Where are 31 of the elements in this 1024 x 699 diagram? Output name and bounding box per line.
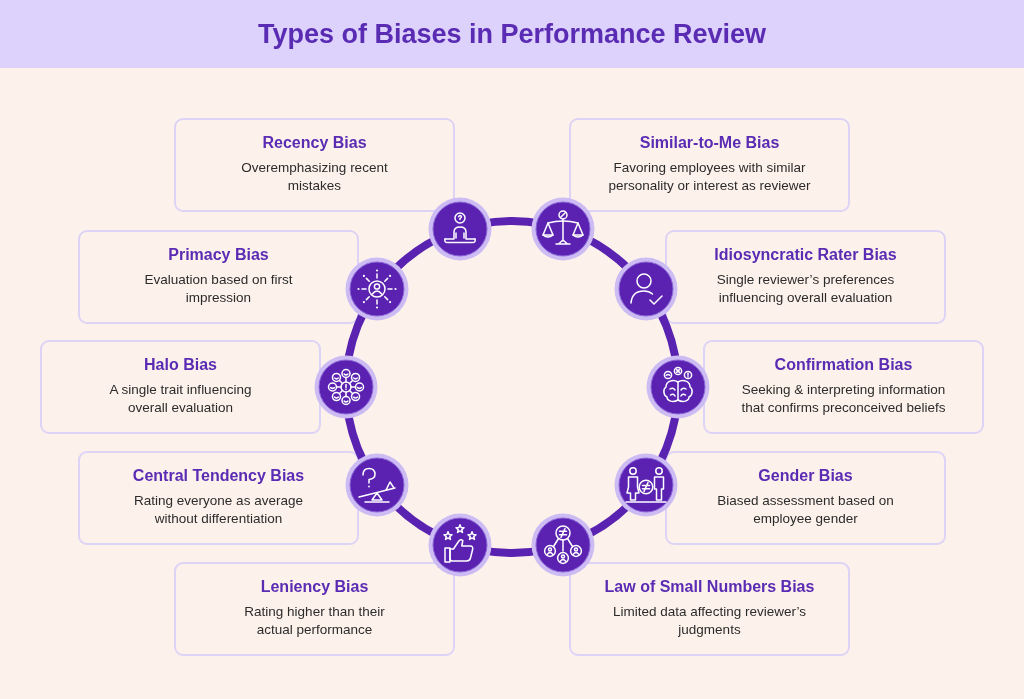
card-title: Confirmation Bias: [774, 355, 913, 374]
bias-card: [78, 230, 359, 324]
bias-card: [703, 340, 984, 434]
card-title: Recency Bias: [262, 133, 367, 152]
card-description: Seeking & interpreting information that confirms preconceived beliefs: [740, 380, 947, 417]
card-title: Idiosyncratic Rater Bias: [714, 245, 897, 264]
card-description: A single trait influencing overall evaluation: [108, 380, 253, 417]
card-description: Single reviewer’s preferences influencing overall evaluation: [715, 270, 896, 307]
card-title: Halo Bias: [144, 355, 217, 374]
bias-card: [665, 451, 946, 545]
card-title: Leniency Bias: [260, 577, 369, 596]
bias-card: [665, 230, 946, 324]
card-description: Biased assessment based on employee gender: [716, 491, 895, 528]
bias-card: [174, 118, 455, 212]
card-description: Favoring employees with similar personality or interest as reviewer: [607, 158, 812, 195]
bias-card: [174, 562, 455, 656]
card-description: Overemphasizing recent mistakes: [240, 158, 389, 195]
card-description: Rating everyone as average without differentiation: [133, 491, 304, 528]
card-description: Limited data affecting reviewer’s judgments: [612, 602, 807, 639]
bias-card: [40, 340, 321, 434]
bias-card: [569, 118, 850, 212]
bias-card: [78, 451, 359, 545]
card-title: Similar-to-Me Bias: [639, 133, 780, 152]
card-title: Gender Bias: [758, 466, 853, 485]
bias-card: [569, 562, 850, 656]
card-description: Evaluation based on first impression: [143, 270, 294, 307]
diagram-title: Types of Biases in Performance Review: [257, 18, 767, 50]
card-description: Rating higher than their actual performance: [243, 602, 386, 639]
card-title: Primacy Bias: [168, 245, 269, 264]
card-title: Law of Small Numbers Bias: [604, 577, 815, 596]
card-title: Central Tendency Bias: [132, 466, 305, 485]
